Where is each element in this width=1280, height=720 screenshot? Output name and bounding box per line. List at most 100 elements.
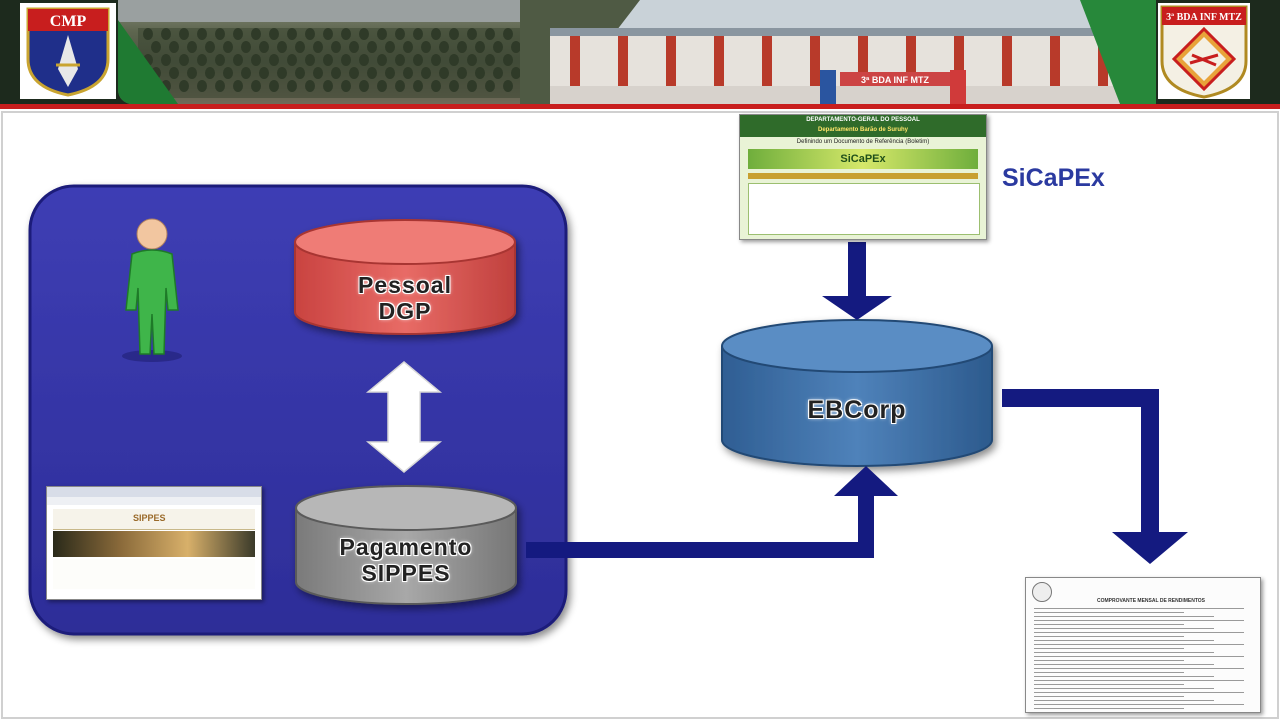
document-text-line (1034, 616, 1214, 617)
soldier-figure (215, 54, 225, 66)
soldier-figure (511, 67, 521, 79)
soldier-figure (287, 80, 297, 92)
soldier-figure (223, 67, 233, 79)
sicapex-menu-bar (748, 173, 978, 179)
soldier-figure (287, 54, 297, 66)
document-text-line (1034, 668, 1244, 669)
soldier-figure (269, 28, 279, 40)
soldier-figure (215, 80, 225, 92)
soldier-figure (251, 80, 261, 92)
soldier-figure (421, 41, 431, 53)
cmp-emblem: CMP (20, 3, 116, 99)
document-text-line (1034, 660, 1184, 661)
document-text-line (1034, 672, 1184, 673)
document-text-line (1034, 628, 1214, 629)
soldier-figure (485, 54, 495, 66)
document-text-line (1034, 656, 1244, 657)
building-pillar (1050, 36, 1060, 86)
document-text-line (1034, 700, 1214, 701)
document-text-line (1034, 676, 1214, 677)
document-text-line (1034, 704, 1244, 705)
soldier-figure (169, 67, 179, 79)
soldier-figure (151, 41, 161, 53)
soldier-figure (367, 41, 377, 53)
building-pillar (666, 36, 676, 86)
soldier-figure (467, 54, 477, 66)
soldier-figure (359, 80, 369, 92)
soldier-figure (169, 41, 179, 53)
soldier-figure (187, 67, 197, 79)
document-text-line (1034, 644, 1244, 645)
soldier-figure (395, 80, 405, 92)
soldier-figure (421, 67, 431, 79)
soldier-figure (457, 41, 467, 53)
soldier-figure (457, 67, 467, 79)
soldier-figure (323, 80, 333, 92)
soldier-figure (485, 28, 495, 40)
soldier-figure (241, 67, 251, 79)
sippes-photo (53, 531, 255, 557)
soldier-figure (251, 54, 261, 66)
soldier-figure (187, 41, 197, 53)
soldier-figure (403, 41, 413, 53)
pessoal-line2: DGP (378, 298, 432, 324)
building-sign: 3ª BDA INF MTZ (861, 75, 929, 85)
soldier-figure (259, 67, 269, 79)
header-divider (0, 104, 1280, 109)
soldier-figure (277, 41, 287, 53)
document-text-line (1034, 688, 1214, 689)
arrow-up-icon (834, 466, 898, 496)
document-text-line (1034, 708, 1184, 709)
document-text-line (1034, 664, 1214, 665)
cmp-badge-text: CMP (50, 13, 87, 30)
sicapex-header-line1: DEPARTAMENTO-GERAL DO PESSOAL (806, 117, 920, 123)
arrow-down-icon (1112, 532, 1188, 564)
soldier-figure (449, 54, 459, 66)
sicapex-subtitle: Definindo um Documento de Referência (Bo… (796, 139, 930, 145)
soldier-figure (439, 41, 449, 53)
soldier-figure (431, 80, 441, 92)
sippes-toolbar (47, 497, 261, 505)
document-text-line (1034, 684, 1184, 685)
soldier-figure (233, 80, 243, 92)
pessoal-dgp-label: Pessoal DGP (295, 272, 515, 324)
soldier-figure (385, 67, 395, 79)
soldier-figure (431, 28, 441, 40)
soldier-figure (349, 67, 359, 79)
sippes-logo-text: SIPPES (133, 513, 166, 523)
soldier-figure (503, 28, 513, 40)
soldier-figure (205, 41, 215, 53)
soldier-figure (475, 67, 485, 79)
document-crest (1032, 582, 1052, 602)
soldier-figure (413, 54, 423, 66)
soldier-figure (377, 80, 387, 92)
soldier-figure (503, 54, 513, 66)
connector-sicapex-to-ebcorp (822, 242, 892, 320)
soldier-figure (197, 80, 207, 92)
soldier-figure (467, 80, 477, 92)
ebcorp-label: EBCorp (722, 397, 992, 423)
ebcorp-text: EBCorp (807, 396, 907, 424)
soldier-figure (295, 67, 305, 79)
soldier-figure (179, 80, 189, 92)
soldier-figure (269, 80, 279, 92)
soldier-figure (179, 54, 189, 66)
soldier-figure (223, 41, 233, 53)
document-text-line (1034, 636, 1184, 637)
brigade-badge-text: 3ª BDA INF MTZ (1166, 12, 1242, 23)
soldier-figure (511, 41, 521, 53)
brigade-emblem: 3ª BDA INF MTZ (1158, 3, 1250, 99)
building-pillar (810, 36, 820, 86)
building-pillar (570, 36, 580, 86)
building-pillar (954, 36, 964, 86)
pessoal-line1: Pessoal (358, 272, 452, 298)
soldier-figure (359, 54, 369, 66)
building-pillar (762, 36, 772, 86)
soldier-figure (413, 28, 423, 40)
document-text-line (1034, 680, 1244, 681)
document-text-line (1034, 612, 1184, 613)
soldier-figure (205, 67, 215, 79)
arrow-down-icon (822, 296, 892, 320)
soldier-figure (503, 80, 513, 92)
